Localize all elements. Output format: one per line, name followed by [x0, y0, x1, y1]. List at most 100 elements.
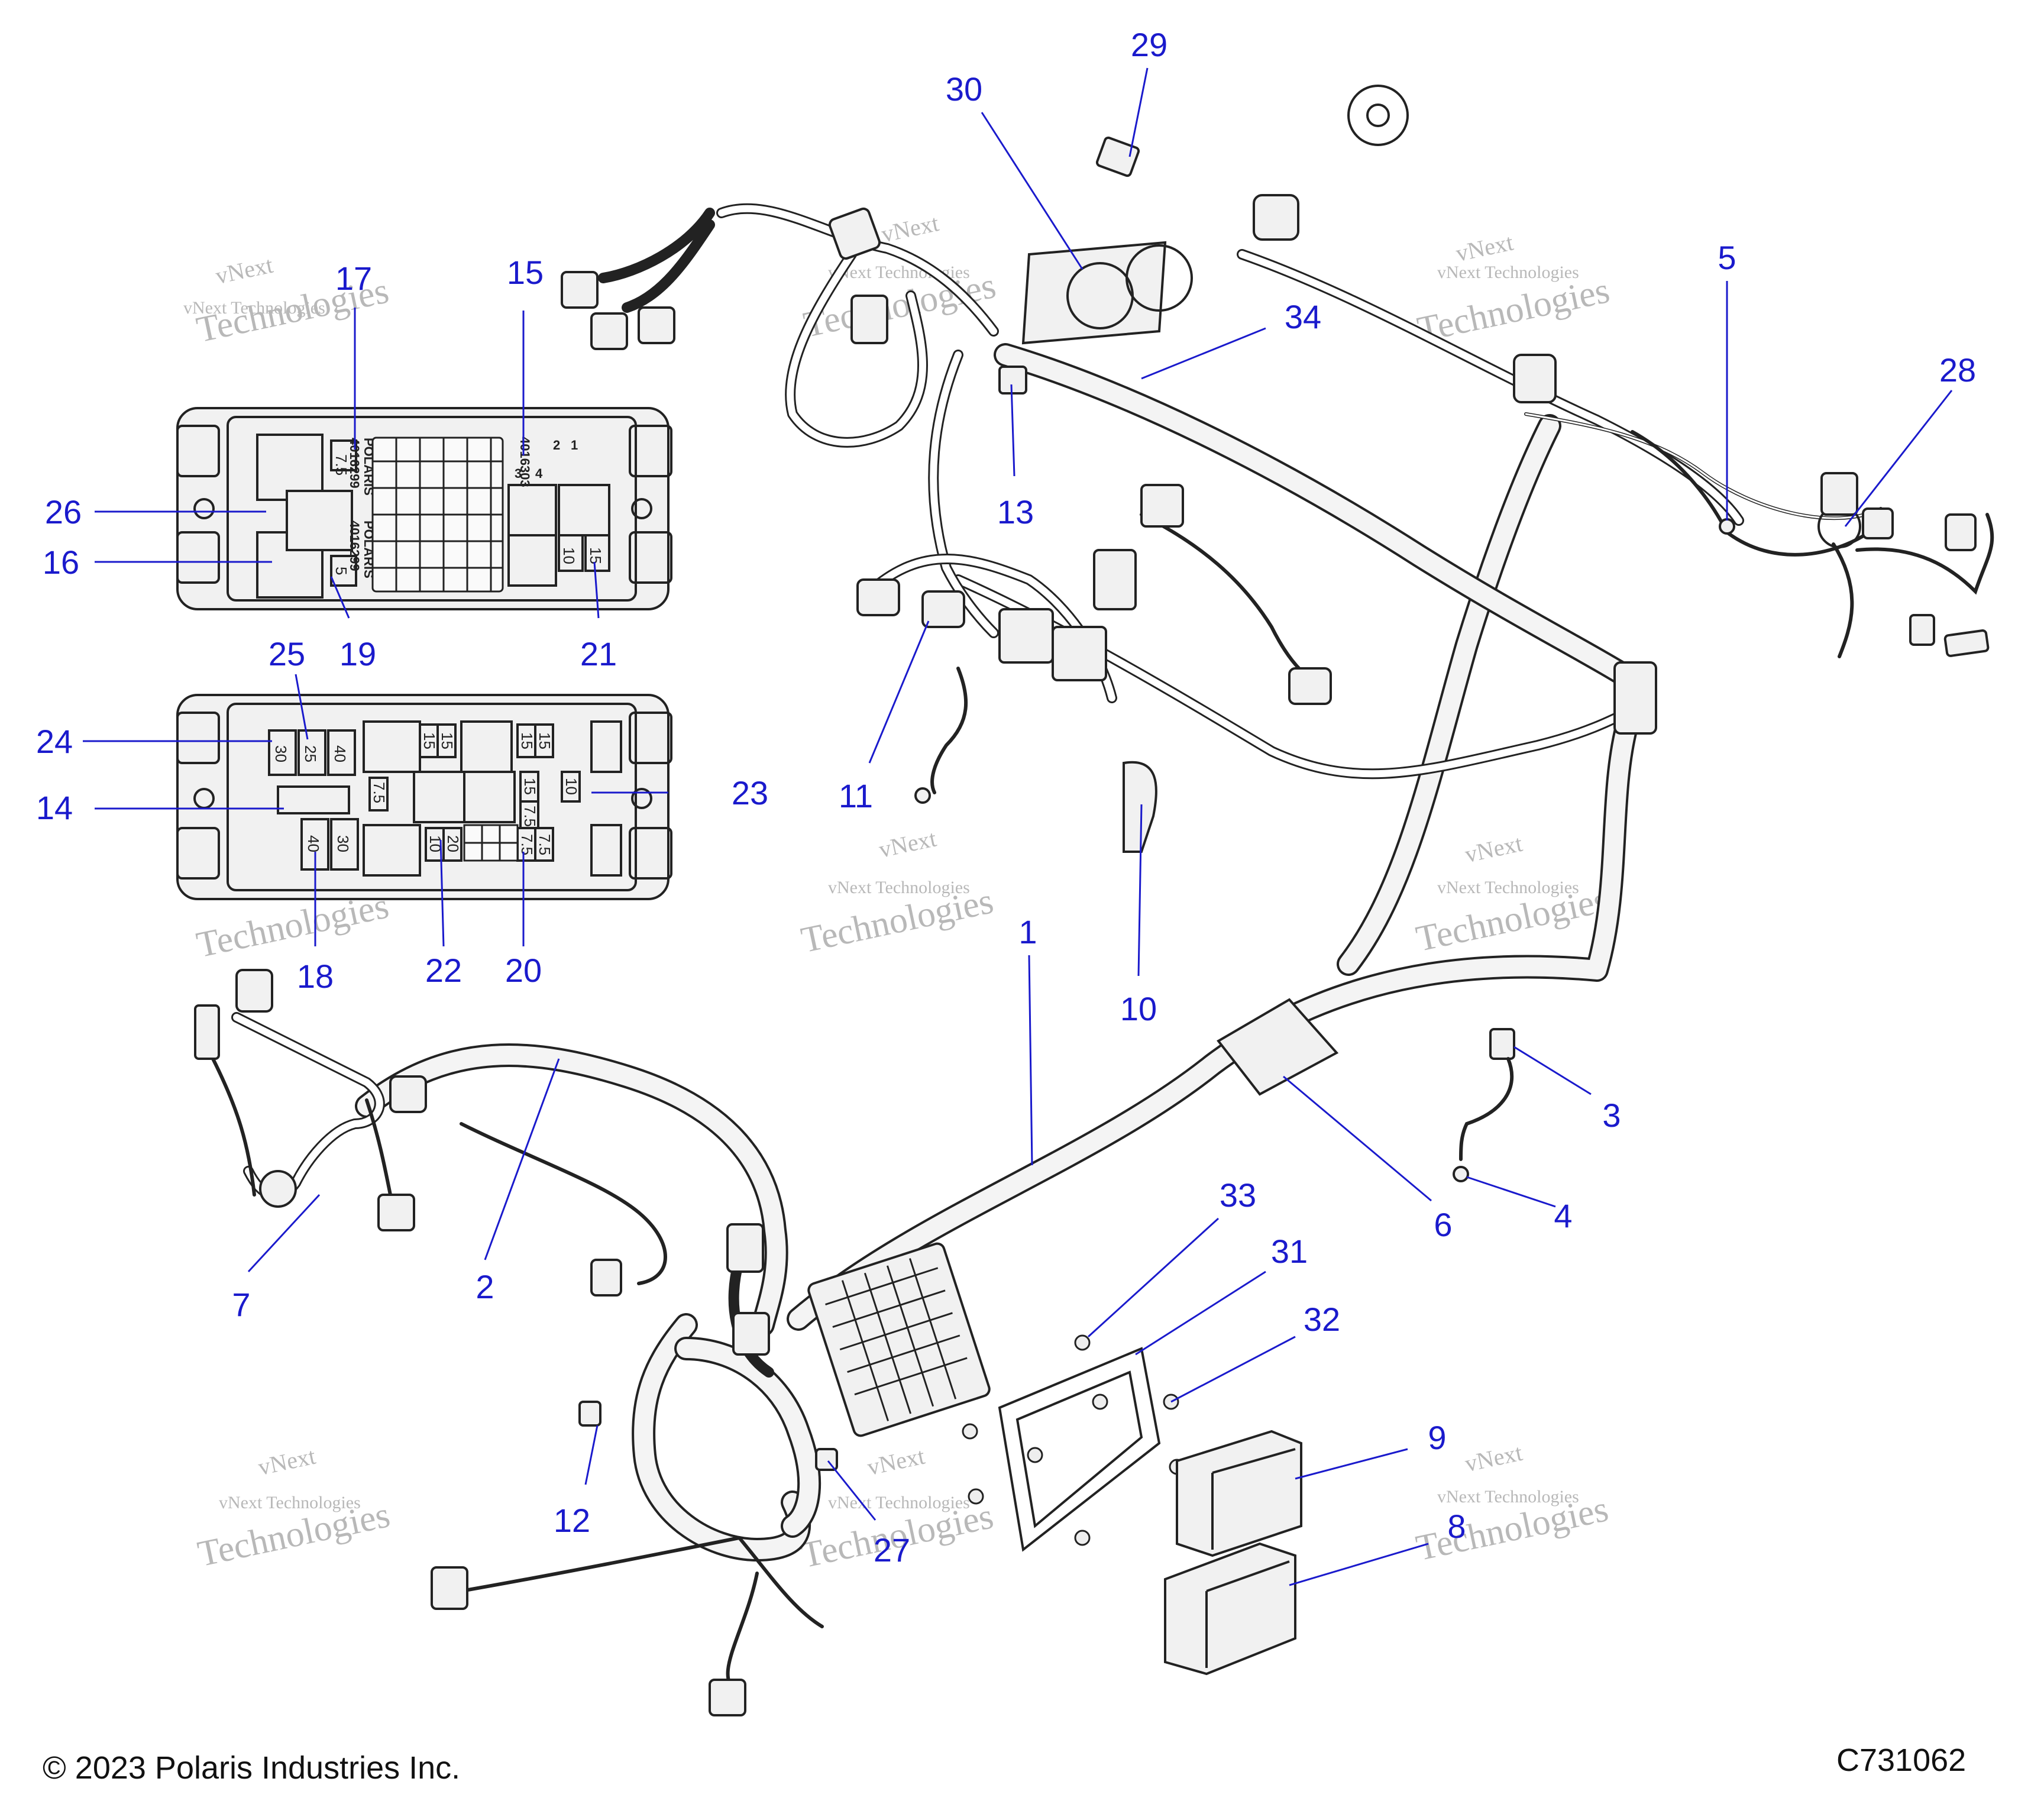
fuse-box-lower: 30 25 40 40 30 15 15 15 15 7.5 15 10 7.5… [176, 694, 672, 900]
mount-tab [176, 712, 220, 764]
fuse-rating: 7.5 [332, 454, 350, 476]
svg-text:vNext: vNext [865, 1443, 927, 1480]
plate [1021, 241, 1167, 345]
control-module-9 [1176, 1430, 1302, 1557]
fuse-rating: 40 [331, 745, 349, 762]
leader-7 [247, 1194, 321, 1273]
callout-24: 24 [36, 723, 73, 760]
main-wiring-harness [598, 203, 1994, 1331]
relay [590, 824, 622, 877]
fuse [534, 827, 554, 862]
connector [638, 306, 675, 344]
fuse [584, 534, 610, 572]
maxi-fuse [327, 729, 356, 776]
clip [578, 1401, 601, 1427]
leader-19 [330, 576, 350, 619]
leader-9 [1295, 1448, 1408, 1480]
nut [914, 787, 931, 804]
watermark: vNext vNext Technologies Technologies [195, 1443, 394, 1574]
harness-wire [930, 667, 968, 794]
mount-tab [629, 827, 672, 880]
callout-33: 33 [1220, 1176, 1256, 1214]
relay-pin: 1 [571, 438, 578, 452]
fuse-rating: 20 [444, 835, 462, 852]
harness-wire [785, 249, 928, 448]
mount-tab [629, 712, 672, 764]
callout-1: 1 [1018, 913, 1037, 950]
relay-pin: 3 [515, 466, 522, 481]
leader-2 [484, 1058, 560, 1260]
maxi-fuse [297, 729, 326, 776]
svg-text:vNext Technologies: vNext Technologies [828, 878, 970, 897]
fuse-rating: 40 [305, 835, 322, 852]
connectors [194, 194, 1977, 1716]
fuse-rating: 10 [562, 778, 580, 795]
fuse-rating: 7.5 [521, 806, 539, 827]
callout-17: 17 [335, 260, 372, 297]
mount-tab [176, 827, 220, 880]
callout-29: 29 [1131, 26, 1167, 63]
fuse-rating: 15 [438, 732, 456, 749]
connector [1253, 194, 1299, 241]
fuse-rating: 10 [560, 547, 578, 564]
control-module-8 [1164, 1542, 1296, 1676]
harness-wire [460, 1122, 667, 1285]
callout-19: 19 [339, 635, 376, 673]
fuse [442, 827, 463, 862]
callout-22: 22 [425, 952, 462, 989]
connector [1909, 614, 1935, 646]
callout-13: 13 [997, 493, 1034, 531]
leader-29 [1128, 67, 1149, 157]
mount-tab [176, 425, 220, 477]
fuse-box-lower-tray [227, 703, 637, 891]
svg-text:vNext Technologies: vNext Technologies [183, 298, 325, 318]
callout-9: 9 [1428, 1419, 1446, 1456]
leader-10 [1137, 804, 1143, 977]
module-body [1164, 1542, 1296, 1676]
fusebox-part-number: 4016299 [347, 520, 362, 571]
fuse-rating: 15 [518, 732, 536, 749]
callout-25: 25 [269, 635, 305, 673]
callout-5: 5 [1718, 239, 1736, 276]
maxi-fuse [268, 729, 297, 776]
relay [558, 484, 610, 536]
clip [815, 1448, 838, 1471]
callout-14: 14 [36, 789, 73, 826]
grommet-large [1347, 85, 1409, 146]
connector [389, 1075, 427, 1113]
svg-text:vNext: vNext [1463, 1439, 1525, 1477]
sensor-lead [1459, 1057, 1514, 1161]
callout-16: 16 [43, 544, 79, 581]
connector [998, 608, 1054, 664]
callout-26: 26 [45, 493, 82, 531]
leader-11 [868, 620, 930, 764]
leader-33 [1087, 1217, 1220, 1338]
relay [590, 720, 622, 773]
module-body [1176, 1430, 1302, 1557]
fuse-rating: 25 [302, 745, 319, 762]
callout-23: 23 [732, 774, 768, 811]
left-wiring-harness [211, 1012, 824, 1693]
connector [1820, 472, 1858, 516]
connector [590, 312, 628, 350]
harness-wire-fill [787, 251, 926, 446]
leader-22 [439, 839, 445, 947]
connector [1052, 626, 1107, 681]
copyright-notice: © 2023 Polaris Industries Inc. [43, 1750, 461, 1786]
svg-text:vNext: vNext [256, 1443, 318, 1480]
fuse-rating: 15 [536, 732, 554, 749]
watermark: vNext vNext Technologies Technologies [1413, 1439, 1612, 1569]
callout-labels: 1 2 3 4 5 6 7 8 9 10 11 12 13 14 15 16 1… [36, 26, 1976, 1569]
relay [286, 490, 353, 551]
callout-34: 34 [1285, 298, 1321, 335]
harness-wire-fill [930, 351, 997, 636]
small-pad [1943, 629, 1990, 657]
svg-text:vNext: vNext [877, 825, 939, 863]
module-edge [1211, 1448, 1296, 1550]
callout-21: 21 [580, 635, 617, 673]
callout-3: 3 [1602, 1097, 1621, 1134]
harness-upper-loom-fill [996, 345, 1642, 690]
mounting-bracket-window [1015, 1370, 1143, 1528]
diagram-code: C731062 [1836, 1742, 1967, 1778]
connector [850, 295, 888, 344]
